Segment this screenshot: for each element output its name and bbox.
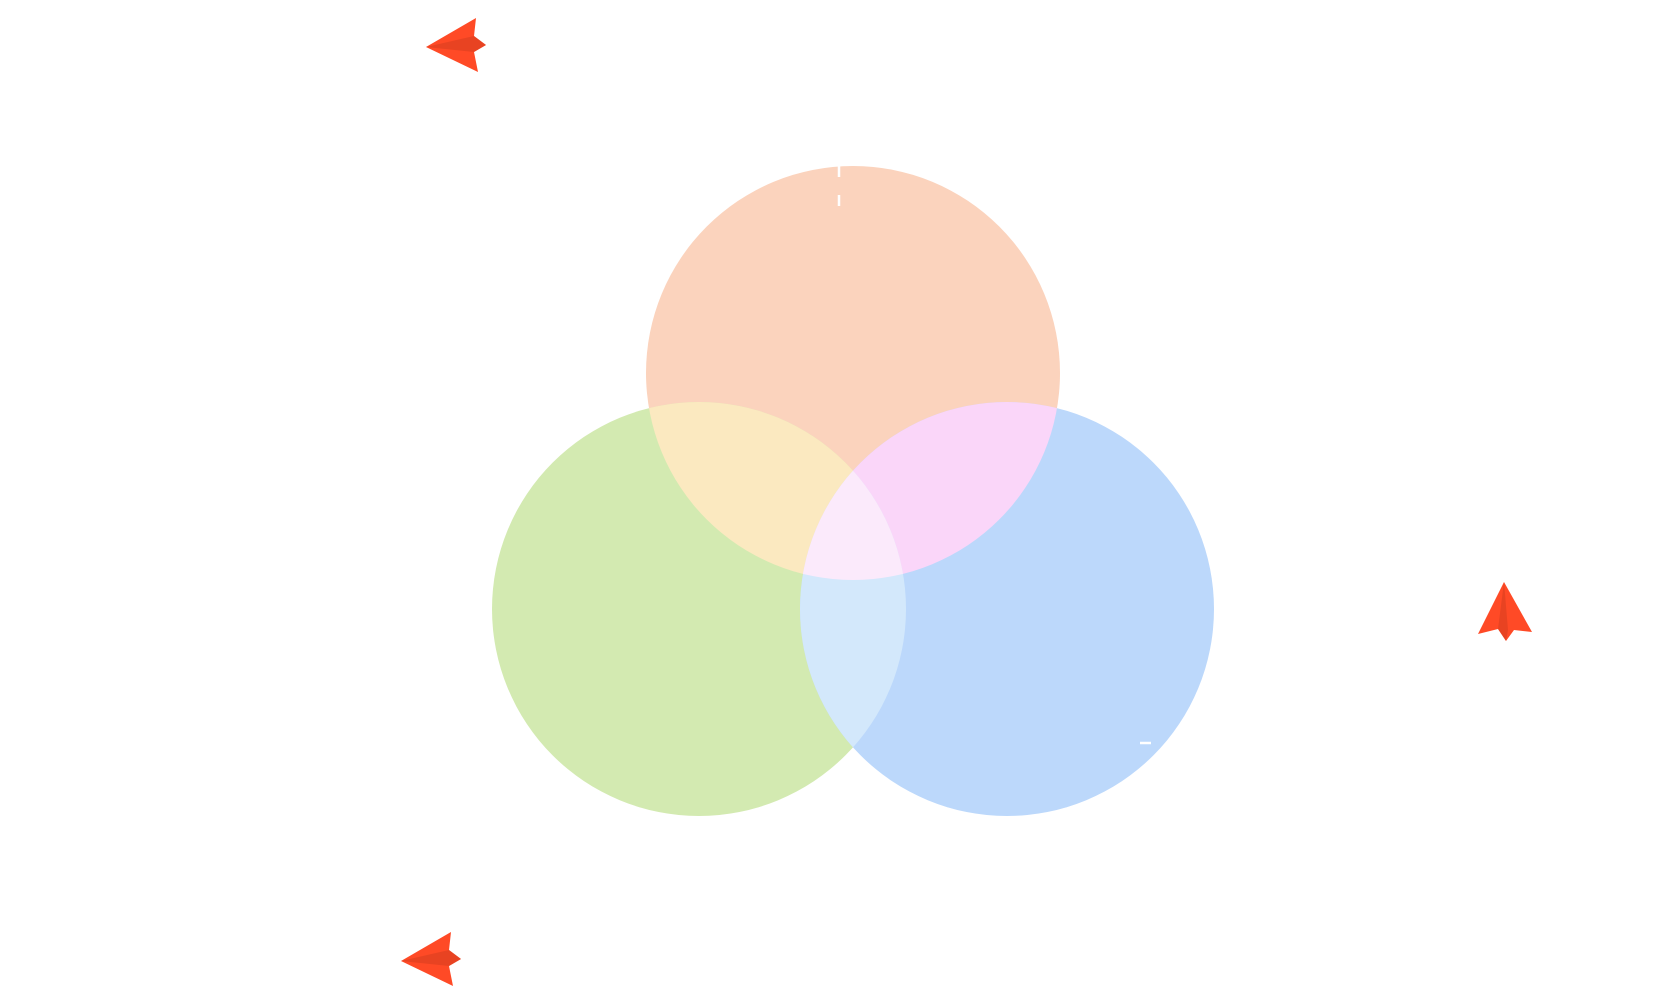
overlap-top-right <box>800 402 1060 580</box>
paper-plane-icon <box>426 18 486 72</box>
paper-plane-icon <box>1478 582 1532 641</box>
tick-marks <box>837 165 1151 745</box>
overlap-top-left <box>646 402 906 580</box>
paper-plane-icon <box>401 932 461 986</box>
